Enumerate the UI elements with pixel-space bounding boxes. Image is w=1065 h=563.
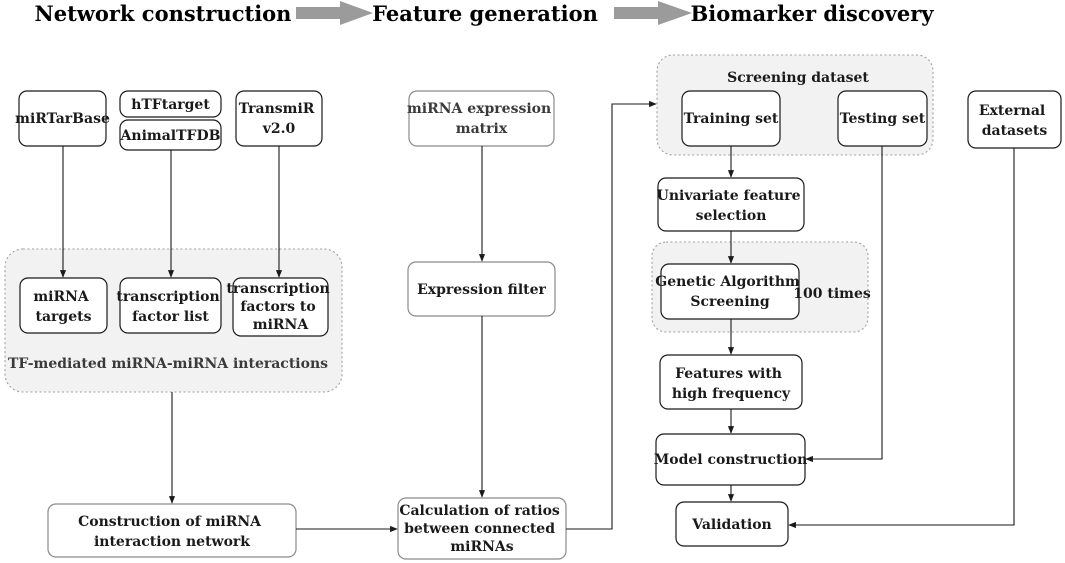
ratios-line-3: miRNAs	[450, 539, 513, 555]
external-datasets-line-1: External	[979, 103, 1045, 119]
expression-matrix-line-2: matrix	[456, 121, 508, 137]
tf-to-mirna-line-3: miRNA	[253, 317, 310, 333]
animaltfdb-box: AnimalTFDB	[119, 119, 222, 151]
arrow-ratios-to-screening	[566, 100, 657, 530]
univariate-selection-line-2: selection	[696, 208, 767, 224]
ratios-label: Calculation of ratios between connected …	[399, 503, 564, 555]
high-frequency-line-1: Features with	[675, 366, 782, 382]
expression-filter-box: Expression filter	[407, 261, 556, 317]
tf-mediated-interactions-label: TF-mediated miRNA-miRNA interactions	[8, 356, 328, 372]
model-construction-box: Model construction	[654, 433, 808, 486]
validation-box: Validation	[675, 501, 789, 547]
univariate-selection-box: Univariate feature selection	[657, 177, 806, 232]
external-datasets-box: External datasets	[967, 90, 1062, 149]
tf-list-box: transcription factor list	[116, 277, 224, 334]
univariate-selection-line-1: Univariate feature	[657, 188, 801, 204]
mirna-targets-line-2: targets	[36, 309, 92, 325]
expression-filter-label: Expression filter	[417, 282, 546, 298]
expression-matrix-box: miRNA expression matrix	[407, 90, 556, 147]
biomarker-discovery-header: Biomarker discovery	[690, 1, 934, 26]
mirna-targets-line-1: miRNA	[33, 289, 90, 305]
network-construction-header: Network construction	[35, 1, 292, 26]
arrow-testing-to-model	[805, 146, 883, 463]
screening-dataset-label: Screening dataset	[727, 70, 869, 86]
univariate-selection-label: Univariate feature selection	[657, 188, 806, 224]
mirna-targets-label: miRNA targets	[33, 289, 93, 325]
testing-set-box: Testing set	[837, 90, 928, 147]
tf-to-mirna-box: transcription factors to miRNA	[226, 277, 334, 337]
construction-network-line-2: interaction network	[94, 534, 250, 550]
tf-to-mirna-label: transcription factors to miRNA	[226, 281, 334, 333]
construction-network-box: Construction of miRNA interaction networ…	[47, 503, 297, 558]
tf-list-label: transcription factor list	[116, 289, 224, 325]
phase-arrow-1	[296, 1, 373, 25]
mirtarbase-box: miRTarBase	[15, 90, 110, 147]
genetic-algorithm-line-1: Genetic Algorithm	[655, 274, 800, 290]
transmir-label-line-2: v2.0	[262, 121, 296, 137]
transmir-box: TransmiR v2.0	[235, 90, 323, 147]
repeat-count-label: 100 times	[793, 286, 871, 302]
genetic-algorithm-line-2: Screening	[690, 294, 770, 310]
mirna-targets-box: miRNA targets	[19, 277, 108, 334]
expression-matrix-label: miRNA expression matrix	[407, 101, 556, 137]
tf-to-mirna-line-1: transcription	[226, 281, 329, 297]
high-frequency-line-2: high frequency	[672, 386, 791, 402]
transmir-label: TransmiR v2.0	[239, 101, 320, 137]
tf-list-line-1: transcription	[116, 289, 219, 305]
mirtarbase-label: miRTarBase	[15, 111, 110, 127]
animaltfdb-label: AnimalTFDB	[120, 128, 221, 144]
expression-matrix-line-1: miRNA expression	[407, 101, 551, 117]
training-set-label: Training set	[684, 111, 779, 127]
validation-label: Validation	[691, 517, 771, 533]
arrow-external-to-validation	[788, 148, 1015, 529]
testing-set-label: Testing set	[840, 111, 926, 127]
ratios-line-2: between connected	[404, 521, 555, 537]
construction-network-line-1: Construction of miRNA	[78, 514, 262, 530]
genetic-algorithm-box: Genetic Algorithm Screening	[655, 263, 804, 320]
phase-arrow-2	[614, 1, 692, 25]
high-frequency-box: Features with high frequency	[659, 354, 803, 410]
ratios-line-1: Calculation of ratios	[399, 503, 560, 519]
training-set-box: Training set	[681, 90, 781, 147]
model-construction-label: Model construction	[654, 452, 808, 468]
transmir-label-line-1: TransmiR	[239, 101, 315, 117]
ratios-box: Calculation of ratios between connected …	[397, 497, 567, 560]
feature-generation-header: Feature generation	[372, 1, 598, 26]
tf-list-line-2: factor list	[132, 309, 209, 325]
construction-network-label: Construction of miRNA interaction networ…	[78, 514, 266, 550]
high-frequency-label: Features with high frequency	[672, 366, 791, 402]
tf-to-mirna-line-2: factors to	[240, 299, 315, 315]
htftarget-label: hTFtarget	[131, 97, 210, 113]
genetic-algorithm-label: Genetic Algorithm Screening	[655, 274, 804, 310]
external-datasets-line-2: datasets	[982, 123, 1048, 139]
htftarget-box: hTFtarget	[119, 90, 222, 118]
external-datasets-label: External datasets	[979, 103, 1050, 139]
